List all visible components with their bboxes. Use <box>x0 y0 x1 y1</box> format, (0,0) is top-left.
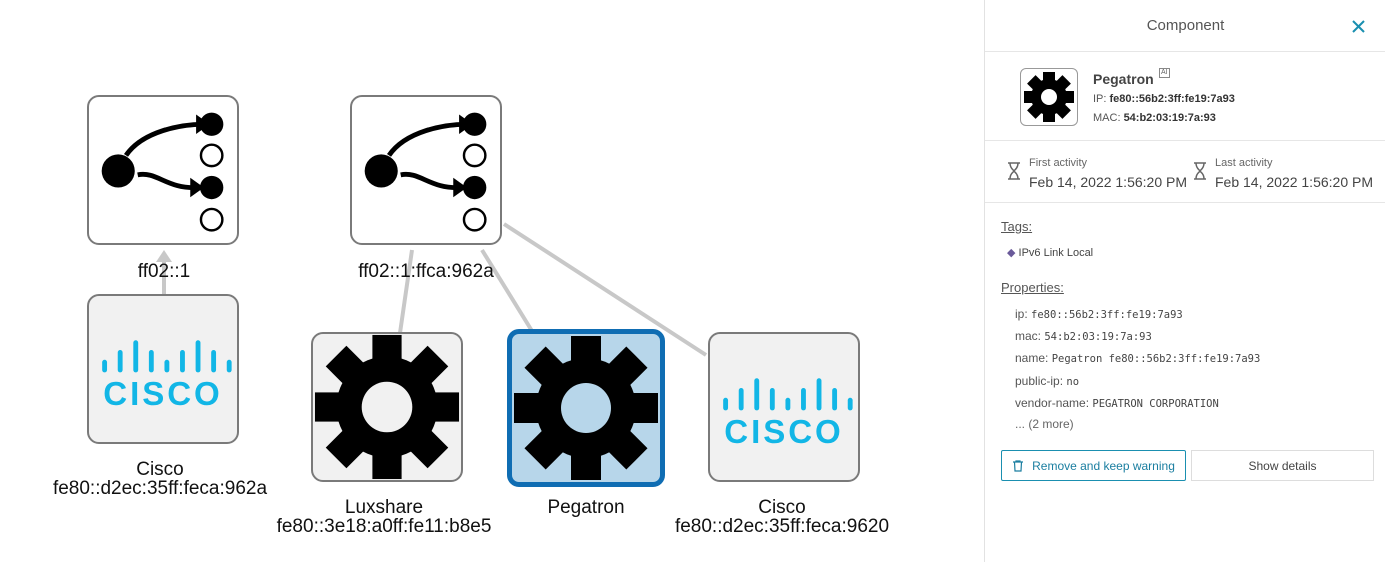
panel-title: Component <box>1146 17 1225 34</box>
gear-icon <box>314 334 460 480</box>
component-mac: MAC: 54:b2:03:19:7a:93 <box>1093 112 1216 124</box>
multicast-icon <box>364 112 487 232</box>
last-activity-value: Feb 14, 2022 1:56:20 PM <box>1215 174 1373 190</box>
tags-title: Tags: <box>1001 219 1033 234</box>
cisco-logo-icon: CISCO <box>102 340 232 413</box>
node-multicast-ff02-1[interactable] <box>87 95 239 245</box>
network-graph[interactable]: ff02::1 ff02::1:ffca:962a <box>0 0 984 562</box>
divider <box>985 140 1385 141</box>
first-activity-label: First activity <box>1029 157 1088 169</box>
multicast-icon <box>101 112 224 232</box>
ai-badge-icon: AI <box>1159 68 1170 78</box>
node-luxshare[interactable] <box>311 332 463 482</box>
tag-icon: ◆ <box>1007 247 1016 259</box>
remove-and-keep-warning-button[interactable]: Remove and keep warning <box>1001 450 1186 481</box>
cisco-logo-icon: CISCO <box>723 378 853 451</box>
edge-pegatron-mc2 <box>480 248 534 333</box>
edge-cisco2-mc2 <box>502 222 708 357</box>
node-label: Pegatron <box>547 497 625 518</box>
more-properties-link[interactable]: ... (2 more) <box>1015 417 1074 431</box>
svg-text:CISCO: CISCO <box>103 376 222 413</box>
properties-title: Properties: <box>1001 280 1064 295</box>
component-ip: IP: fe80::56b2:3ff:fe19:7a93 <box>1093 93 1235 105</box>
node-label: Cisco fe80::d2ec:35ff:feca:9620 <box>674 497 890 537</box>
component-panel: Component Pegatron A <box>984 0 1385 562</box>
component-gear-icon <box>1020 68 1078 126</box>
node-label: ff02::1 <box>137 261 191 282</box>
node-multicast-ff02-1-ffca-962a[interactable] <box>350 95 502 245</box>
hourglass-icon <box>1008 162 1020 180</box>
tag-ipv6-link-local[interactable]: ◆ IPv6 Link Local <box>1007 247 1094 259</box>
node-label: Luxshare fe80::3e18:a0ff:fe11:b8e5 <box>276 497 492 537</box>
last-activity-label: Last activity <box>1215 157 1273 169</box>
property-vendor-name: vendor-name: PEGATRON CORPORATION <box>1015 396 1219 410</box>
property-name: name: Pegatron fe80::56b2:3ff:fe19:7a93 <box>1015 351 1261 365</box>
close-icon[interactable] <box>1347 15 1369 37</box>
first-activity-value: Feb 14, 2022 1:56:20 PM <box>1029 174 1187 190</box>
node-pegatron-selected[interactable] <box>507 329 665 487</box>
hourglass-icon <box>1194 162 1206 180</box>
divider <box>985 51 1385 52</box>
trash-icon <box>1013 459 1024 472</box>
edge-arrowhead <box>156 250 172 262</box>
property-mac: mac: 54:b2:03:19:7a:93 <box>1015 329 1152 343</box>
edge-luxshare-mc2 <box>398 249 414 334</box>
component-name: Pegatron <box>1093 71 1154 87</box>
node-label: ff02::1:ffca:962a <box>358 261 494 282</box>
property-ip: ip: fe80::56b2:3ff:fe19:7a93 <box>1015 307 1183 321</box>
node-cisco-962a[interactable]: CISCO <box>87 294 239 444</box>
divider <box>985 202 1385 203</box>
show-details-button[interactable]: Show details <box>1191 450 1374 481</box>
node-label: Cisco fe80::d2ec:35ff:feca:962a <box>52 459 268 499</box>
svg-text:CISCO: CISCO <box>724 414 843 451</box>
property-public-ip: public-ip: no <box>1015 374 1080 388</box>
graph-edges <box>156 222 708 357</box>
gear-icon <box>514 336 658 480</box>
node-cisco-9620[interactable]: CISCO <box>708 332 860 482</box>
